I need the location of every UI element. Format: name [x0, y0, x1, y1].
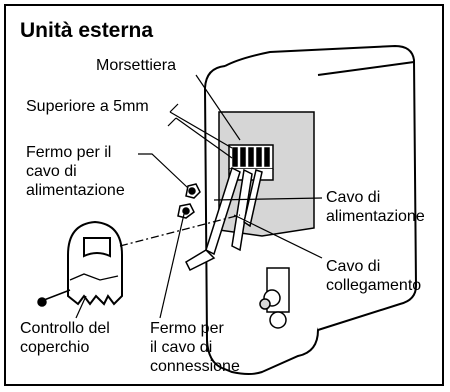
screw — [37, 289, 71, 307]
page-title: Unità esterna — [20, 19, 154, 42]
cables — [185, 166, 263, 272]
label-morsettiera: Morsettiera — [96, 57, 177, 74]
label-controllo-2: coperchio — [20, 339, 90, 356]
service-valves — [259, 267, 290, 329]
label-cavo-alim-1: Cavo di — [326, 189, 381, 206]
label-fermo-alim-2: cavo di — [26, 163, 77, 180]
label-fermo-conn-2: il cavo di — [150, 339, 213, 356]
label-fermo-conn-3: connessione — [150, 358, 240, 375]
label-superiore: Superiore a 5mm — [26, 98, 149, 115]
terminal-cover — [67, 220, 123, 306]
label-fermo-alim-1: Fermo per il — [26, 144, 112, 161]
cable-clamps — [177, 183, 201, 219]
label-cavo-coll-2: collegamento — [326, 277, 422, 294]
label-fermo-alim-3: alimentazione — [26, 182, 125, 199]
leader-lines — [75, 74, 323, 319]
label-controllo-1: Controllo del — [20, 320, 110, 337]
label-fermo-conn-1: Fermo per — [150, 320, 224, 337]
label-cavo-alim-2: alimentazione — [326, 208, 425, 225]
label-cavo-coll-1: Cavo di — [326, 258, 381, 275]
